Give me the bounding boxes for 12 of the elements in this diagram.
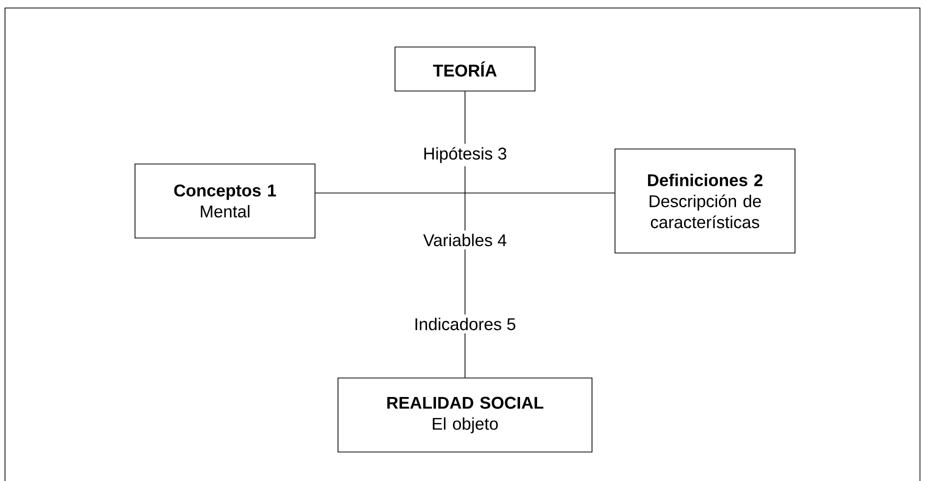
line <box>464 249 466 315</box>
definition-box: Definiciones 2 Descripción de características <box>614 148 796 254</box>
line <box>464 166 466 231</box>
stage-label: Indicadores 5 <box>410 314 520 334</box>
title-box: TEORÍA <box>394 46 536 92</box>
stage-label: Hipótesis 3 <box>420 144 510 166</box>
line <box>464 333 466 378</box>
reality-box: REALIDAD SOCIAL El objeto <box>338 378 592 452</box>
line <box>315 192 615 194</box>
concept-box: Conceptos 1 Mental <box>134 164 316 238</box>
stage-label: Variables 4 <box>420 230 510 250</box>
line <box>464 91 466 144</box>
